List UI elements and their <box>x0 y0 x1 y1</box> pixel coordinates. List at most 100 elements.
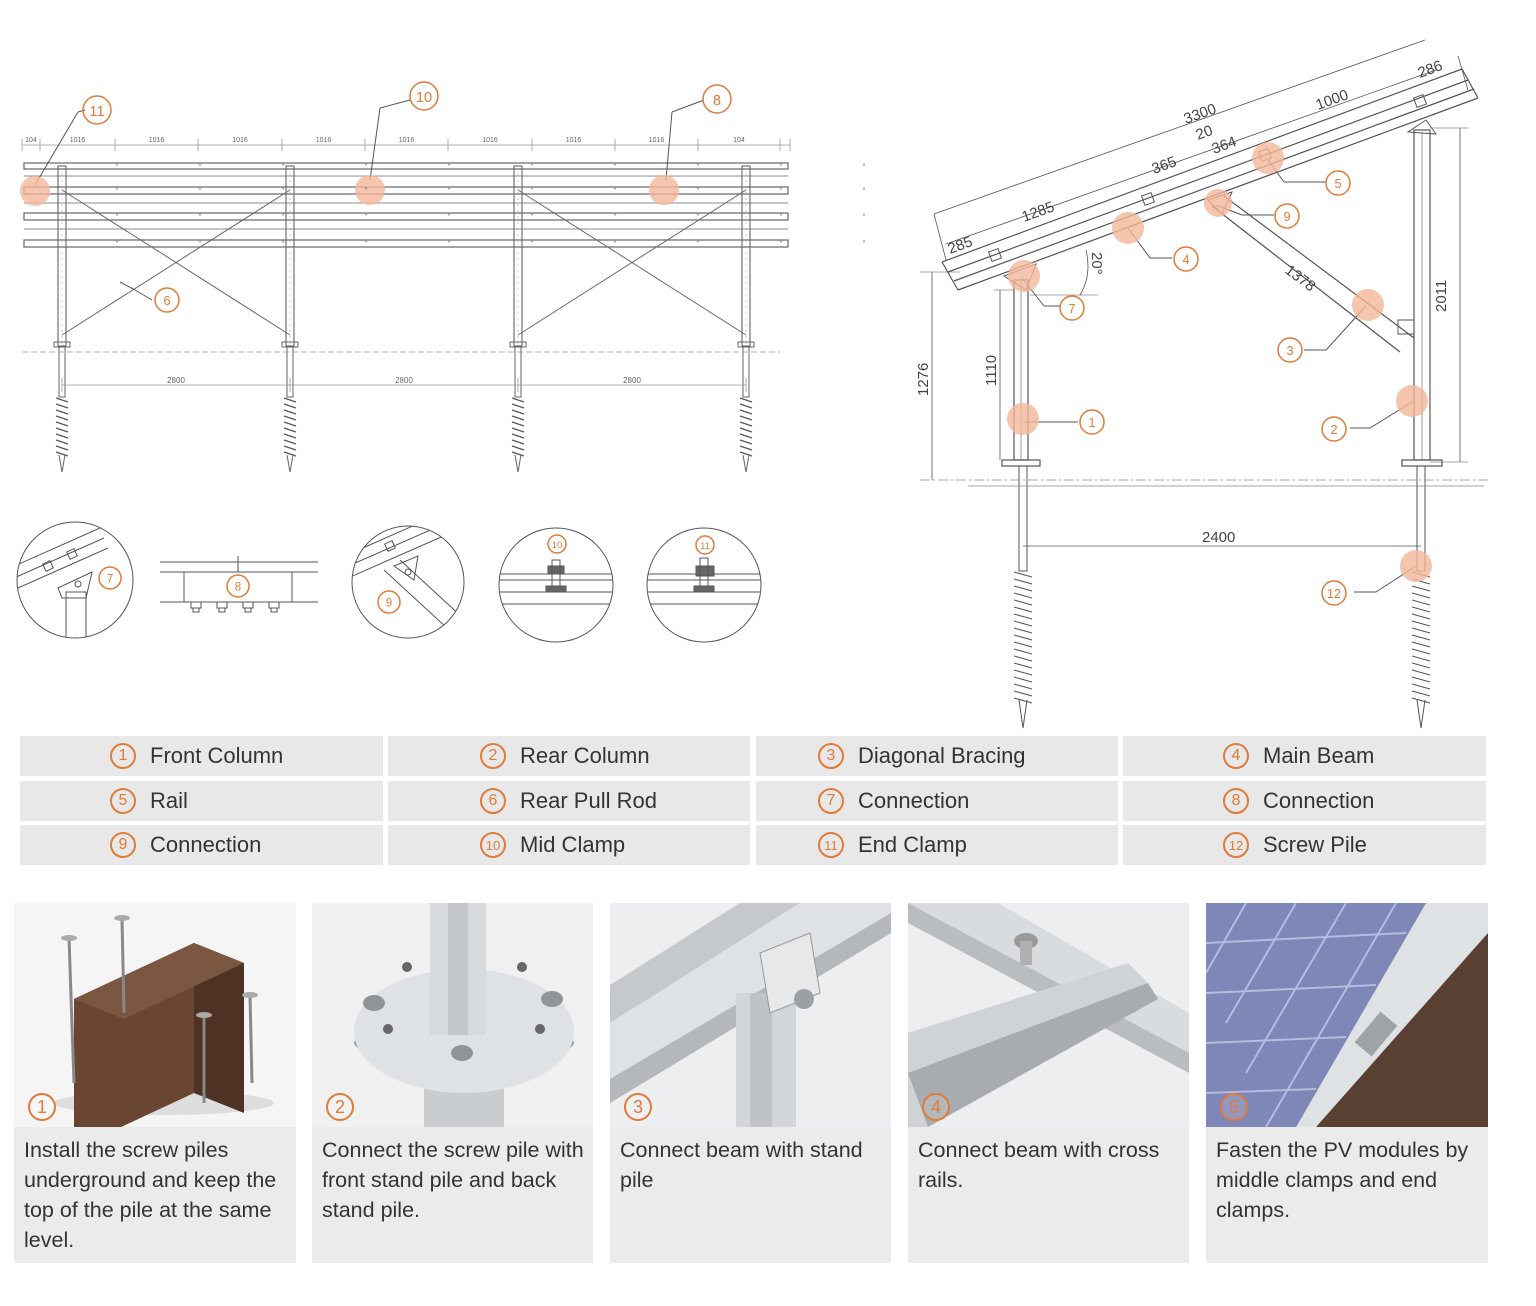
detail-callout-10: 10 <box>547 534 567 554</box>
svg-text:*: * <box>365 213 368 220</box>
dim-1378: 1378 <box>1282 262 1319 296</box>
legend-number: 4 <box>1223 743 1249 769</box>
svg-text:1: 1 <box>1088 416 1095 430</box>
step-1-card: 1 Install the screw piles underground an… <box>14 903 296 1263</box>
front-dim-label: 1016 <box>399 137 415 144</box>
legend-number: 8 <box>1223 788 1249 814</box>
svg-text:*: * <box>780 163 783 170</box>
front-dim-label: 1016 <box>149 137 165 144</box>
svg-text:*: * <box>282 163 285 170</box>
svg-text:*: * <box>365 240 368 247</box>
legend-number: 1 <box>110 743 136 769</box>
dim-285: 285 <box>946 233 975 258</box>
svg-text:*: * <box>531 187 534 194</box>
step-2-number: 2 <box>326 1093 354 1121</box>
svg-text:7: 7 <box>107 574 113 586</box>
legend-label: Main Beam <box>1263 743 1375 768</box>
svg-text:*: * <box>863 187 866 194</box>
step-2-card: 2 Connect the screw pile with front stan… <box>312 903 593 1263</box>
svg-text:*: * <box>863 240 866 247</box>
legend-label: Connection <box>1263 788 1375 813</box>
front-dim-label: 1016 <box>482 137 498 144</box>
legend-item: 8 Connection <box>1123 781 1486 821</box>
detail-callout-7: 7 <box>98 566 122 590</box>
svg-text:2: 2 <box>1330 423 1337 437</box>
svg-text:*: * <box>199 240 202 247</box>
legend-number: 6 <box>480 788 506 814</box>
svg-text:*: * <box>697 213 700 220</box>
callout-end-clamp: 11 <box>82 95 112 125</box>
dim-2011: 2011 <box>1433 280 1450 312</box>
front-span-label: 2800 <box>623 376 641 385</box>
legend-number: 2 <box>480 743 506 769</box>
side-callout-1: 1 <box>1079 409 1105 435</box>
screw-pile-block-photo <box>14 903 296 1127</box>
svg-text:*: * <box>199 213 202 220</box>
svg-text:*: * <box>116 240 119 247</box>
detail-callout-8: 8 <box>226 574 250 598</box>
dim-1000: 1000 <box>1314 86 1351 113</box>
svg-text:*: * <box>780 213 783 220</box>
side-callout-9: 9 <box>1274 203 1300 229</box>
svg-text:12: 12 <box>1327 587 1341 601</box>
legend-item: 4 Main Beam <box>1123 736 1486 776</box>
svg-text:*: * <box>116 213 119 220</box>
legend-item: 6 Rear Pull Rod <box>388 781 750 821</box>
legend-number: 9 <box>110 832 136 858</box>
svg-text:3: 3 <box>1286 344 1293 358</box>
flange-plate-photo <box>312 903 593 1127</box>
legend-number: 11 <box>818 832 844 858</box>
svg-text:*: * <box>448 163 451 170</box>
svg-text:8: 8 <box>235 582 241 594</box>
svg-text:*: * <box>531 213 534 220</box>
dim-1276: 1276 <box>915 363 932 396</box>
side-callout-7: 7 <box>1059 295 1085 321</box>
svg-text:*: * <box>282 213 285 220</box>
svg-text:*: * <box>780 187 783 194</box>
legend-label: Rear Pull Rod <box>520 788 657 813</box>
side-callout-5: 5 <box>1325 170 1351 196</box>
svg-text:10: 10 <box>416 90 432 106</box>
svg-text:*: * <box>614 187 617 194</box>
svg-text:*: * <box>448 187 451 194</box>
svg-text:*: * <box>365 187 368 194</box>
detail-callout-9: 9 <box>377 590 401 614</box>
svg-text:11: 11 <box>700 541 710 552</box>
beam-joint-photo <box>610 903 891 1127</box>
callout-rear-pull-rod: 6 <box>154 287 180 313</box>
side-view <box>920 39 1488 729</box>
svg-text:*: * <box>282 187 285 194</box>
svg-text:9: 9 <box>1283 210 1290 224</box>
pv-module-clamp-photo <box>1206 903 1488 1127</box>
svg-text:6: 6 <box>163 294 170 308</box>
legend-label: Rail <box>150 788 188 813</box>
front-dim-label: 1016 <box>649 137 665 144</box>
callout-mid-clamp: 10 <box>409 81 439 111</box>
side-callout-3: 3 <box>1277 337 1303 363</box>
step-3-card: 3 Connect beam with stand pile <box>610 903 891 1263</box>
svg-text:*: * <box>697 240 700 247</box>
front-dim-label: 104 <box>25 137 37 144</box>
legend-number: 10 <box>480 832 506 858</box>
front-span-label: 2800 <box>395 376 413 385</box>
legend-item: 5 Rail <box>20 781 383 821</box>
svg-text:*: * <box>863 213 866 220</box>
front-dim-label: 1016 <box>232 137 248 144</box>
front-dim-label: 1016 <box>70 137 86 144</box>
svg-text:7: 7 <box>1068 302 1075 316</box>
svg-text:*: * <box>697 163 700 170</box>
step-2-text: Connect the screw pile with front stand … <box>322 1138 584 1222</box>
dim-20: 20 <box>1194 122 1215 144</box>
step-4-text: Connect beam with cross rails. <box>918 1138 1160 1192</box>
svg-text:*: * <box>614 213 617 220</box>
dim-3300: 3300 <box>1182 100 1219 127</box>
svg-text:5: 5 <box>1334 177 1341 191</box>
callout-connection-8: 8 <box>702 84 732 114</box>
legend-number: 5 <box>110 788 136 814</box>
